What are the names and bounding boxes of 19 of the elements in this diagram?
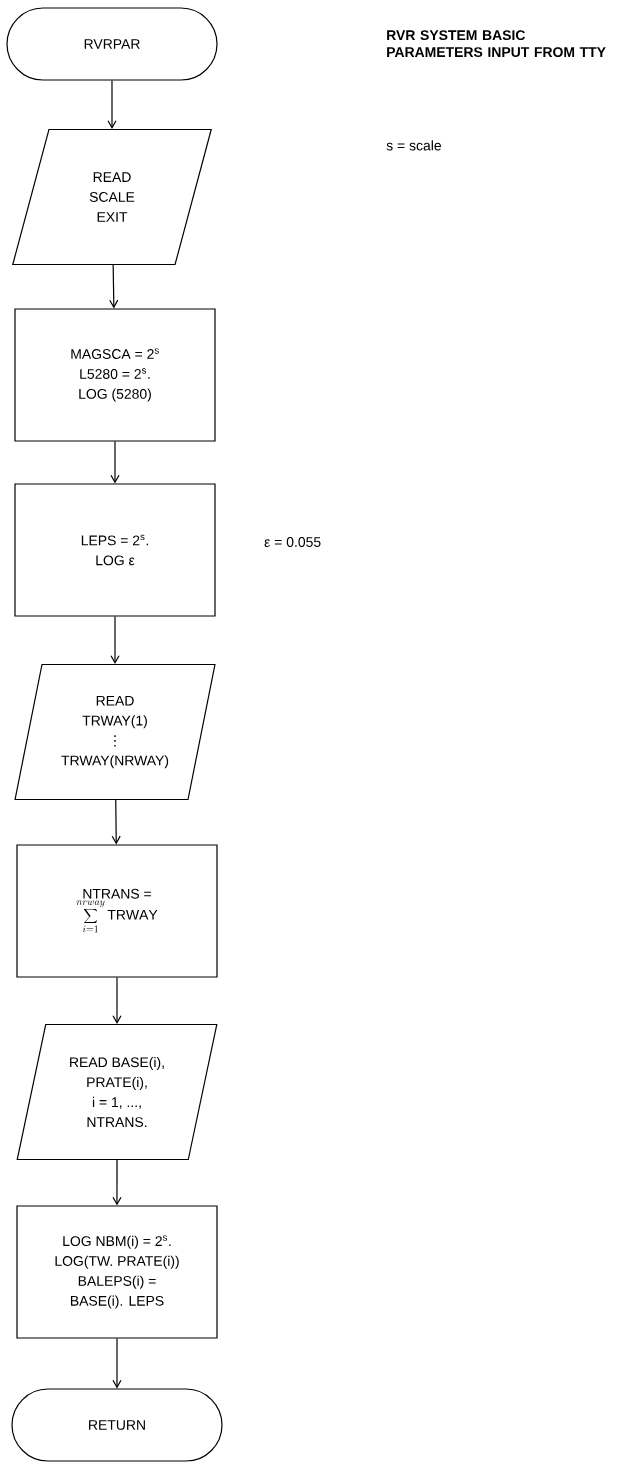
process-box: LEPS = 2$^{s}$. LOG ε — [14, 483, 216, 617]
input-parallelogram: READ BASE(i), PRATE(i), i = 1, ..., NTRANS. — [16, 1023, 218, 1161]
arrow — [110, 616, 120, 664]
note: s = scale — [386, 140, 441, 151]
terminal-box: RVRPAR — [6, 7, 218, 81]
arrow — [110, 441, 120, 484]
arrow — [109, 264, 119, 309]
process-box: NTRANS = $\sum_{i=1}^{nrway} \mathrm{TRWAY}$ — [16, 844, 218, 978]
input-parallelogram: READ TRWAY(1) ⋮ TRWAY(NRWAY) — [14, 663, 216, 801]
arrow — [112, 1338, 122, 1389]
process-box: LOG NBM(i) = 2$^{s}$. LOG(TW. PRATE(i)) BALEPS(i) = BASE(i). LEPS — [16, 1205, 218, 1339]
process-box: MAGSCA = 2$^{s}$ L5280 = 2$^{s}$. LOG (5280) — [14, 308, 216, 442]
terminal-box: RETURN — [11, 1388, 223, 1462]
side-note: ε = 0.055 — [264, 537, 321, 547]
arrow — [112, 1159, 122, 1206]
note-heading: RVR SYSTEM BASIC PARAMETERS INPUT FROM TTY — [387, 30, 606, 58]
arrow — [111, 799, 121, 845]
arrow — [112, 977, 122, 1024]
arrow — [107, 80, 117, 129]
